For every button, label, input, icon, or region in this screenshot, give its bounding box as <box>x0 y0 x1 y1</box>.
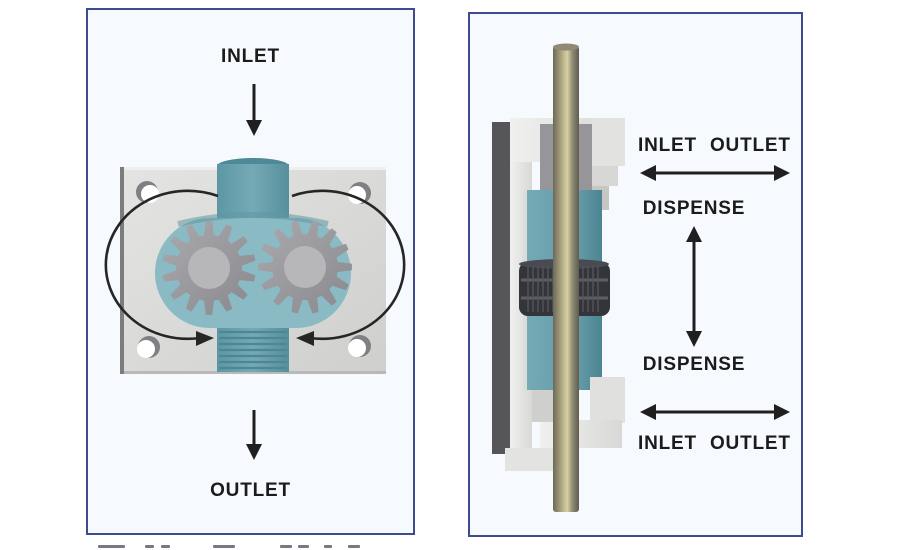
inlet-outlet-label-bottom: INLET OUTLET <box>638 433 791 454</box>
dispense-label-top: DISPENSE <box>642 198 746 219</box>
gears <box>162 220 352 315</box>
outlet-threads <box>219 330 287 370</box>
cropped-caption-fragment <box>161 545 170 548</box>
right-gear-hub <box>284 246 326 288</box>
bolt-holes <box>136 181 371 358</box>
bolt-hole <box>137 336 160 358</box>
gear-pump-panel: INLET <box>86 8 415 535</box>
dispense-arrow-icon <box>686 226 702 347</box>
outlet-arrow-down-icon <box>246 410 262 460</box>
bolt-hole <box>348 335 371 357</box>
piston-rod <box>553 43 579 512</box>
inlet-outlet-label-top: INLET OUTLET <box>638 135 791 156</box>
left-gear-rotation-arrow-icon <box>104 189 219 346</box>
inlet-outlet-arrow-top-icon <box>640 165 790 181</box>
valve-figure <box>492 43 790 512</box>
cropped-caption-fragment <box>324 545 332 548</box>
cropped-caption-fragment <box>280 545 292 548</box>
dispense-label-bottom: DISPENSE <box>642 354 746 375</box>
cropped-caption-fragment <box>213 545 235 548</box>
outlet-label: OUTLET <box>210 480 291 501</box>
dispense-valve-panel: INLET OUTLET DISPENSE DISPENSE INLET OUT… <box>468 12 803 537</box>
inlet-outlet-arrow-bottom-icon <box>640 404 790 420</box>
cropped-caption-fragment <box>348 545 360 548</box>
inlet-arrow-down-icon <box>246 84 262 136</box>
cropped-caption-fragment <box>98 545 125 548</box>
right-gear-rotation-arrow-icon <box>291 189 406 346</box>
inlet-label: INLET <box>221 46 280 67</box>
gear-pump-figure <box>104 84 406 460</box>
cropped-caption-fragment <box>298 545 309 548</box>
cropped-caption-fragment <box>145 545 154 548</box>
left-gear-hub <box>188 247 230 289</box>
